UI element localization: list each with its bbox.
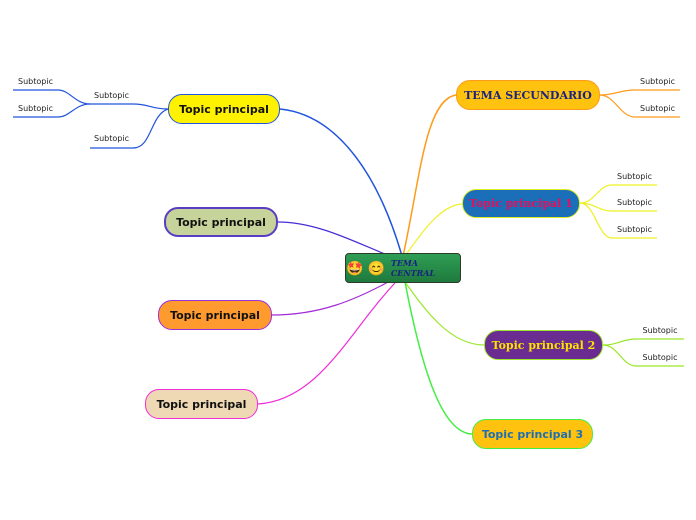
star-struck-emoji-icon: 🤩 <box>346 260 364 276</box>
connector-right-topic-3 <box>404 281 485 346</box>
right-subtopic-4[interactable]: Subtopic <box>617 198 652 207</box>
connector-right-topic-2 <box>404 203 463 257</box>
left-topic-3-label: Topic principal <box>170 308 260 322</box>
connector-right-subtopic-1 <box>599 89 680 96</box>
left-subsubtopic-1[interactable]: Subtopic <box>18 77 53 86</box>
connector-left-subsubtopic-1 <box>13 89 91 105</box>
left-topic-1-label: Topic principal <box>179 102 269 116</box>
left-topic-2-label: Topic principal <box>176 215 266 229</box>
left-topic-3[interactable]: Topic principal <box>158 300 272 330</box>
right-topic-4[interactable]: Topic principal 3 <box>472 419 593 449</box>
connector-left-subtopic-1 <box>90 103 169 110</box>
connector-right-subtopic-7 <box>602 344 684 367</box>
right-subtopic-3[interactable]: Subtopic <box>617 172 652 181</box>
right-topic-3-label: Topic principal 2 <box>491 338 596 352</box>
right-subtopic-6[interactable]: Subtopic <box>642 326 678 335</box>
connector-right-subtopic-6 <box>602 338 684 346</box>
left-subsubtopic-2[interactable]: Subtopic <box>18 104 53 113</box>
connector-right-subtopic-5 <box>579 202 657 239</box>
left-topic-4[interactable]: Topic principal <box>145 389 258 419</box>
connector-right-subtopic-3 <box>579 184 657 204</box>
right-topic-1[interactable]: TEMA SECUNDARIO <box>456 80 600 110</box>
right-topic-3[interactable]: Topic principal 2 <box>484 330 603 360</box>
right-subtopic-7[interactable]: Subtopic <box>642 353 678 362</box>
right-subtopic-2[interactable]: Subtopic <box>640 104 675 113</box>
connector-left-subsubtopic-2 <box>13 103 91 118</box>
smiling-face-emoji-icon: 😊 <box>367 260 385 276</box>
right-topic-1-label: TEMA SECUNDARIO <box>464 88 592 102</box>
left-subtopic-2[interactable]: Subtopic <box>94 134 129 143</box>
left-subtopic-1[interactable]: Subtopic <box>94 91 129 100</box>
connector-left-subtopic-2 <box>90 108 169 149</box>
right-topic-2-label: Topic principal 1 <box>469 197 573 210</box>
right-subtopic-1[interactable]: Subtopic <box>640 77 675 86</box>
left-topic-1[interactable]: Topic principal <box>168 94 280 124</box>
right-topic-2[interactable]: Topic principal 1 <box>462 189 580 218</box>
central-topic[interactable]: 🤩 😊 TEMA CENTRAL <box>345 253 461 283</box>
connector-right-subtopic-4 <box>579 202 657 212</box>
connector-left-topic-4 <box>257 282 396 405</box>
connector-right-topic-4 <box>404 281 473 435</box>
right-subtopic-5[interactable]: Subtopic <box>617 225 652 234</box>
right-topic-4-label: Topic principal 3 <box>481 427 584 441</box>
central-topic-title: TEMA CENTRAL <box>390 258 436 278</box>
connector-left-topic-3 <box>271 280 391 316</box>
connector-left-topic-1 <box>279 108 403 257</box>
left-topic-4-label: Topic principal <box>156 397 247 411</box>
left-topic-2[interactable]: Topic principal <box>164 207 278 237</box>
connector-right-subtopic-2 <box>599 94 680 118</box>
connector-right-topic-1 <box>402 94 457 257</box>
